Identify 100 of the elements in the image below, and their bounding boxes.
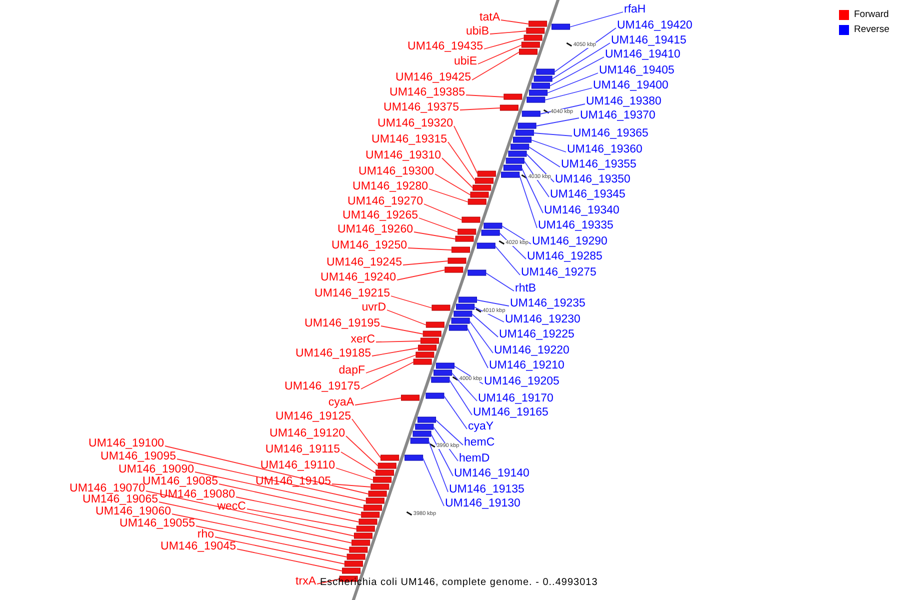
leader-line xyxy=(500,20,530,24)
leader-line xyxy=(434,174,471,196)
gene-label: UM146_19275 xyxy=(521,266,596,280)
gene-label: trxA xyxy=(296,576,316,588)
gene-block xyxy=(410,438,429,444)
leader-line xyxy=(428,188,469,202)
gene-label: UM146_19185 xyxy=(296,348,371,360)
gene-label: UM146_19315 xyxy=(372,134,447,146)
gene-block xyxy=(510,144,530,150)
leader-line xyxy=(490,30,527,34)
leader-line xyxy=(536,118,580,126)
gene-block xyxy=(522,110,540,117)
gene-block xyxy=(415,424,434,430)
gene-label: UM146_19365 xyxy=(573,128,648,140)
leader-line xyxy=(474,306,504,322)
gene-label: UM146_19120 xyxy=(270,428,345,440)
gene-block xyxy=(501,172,520,178)
gene-label: UM146_19210 xyxy=(489,360,564,372)
gene-label: uvrD xyxy=(362,302,386,314)
gene-label: hemC xyxy=(464,436,495,450)
leader-line xyxy=(218,484,362,516)
gene-block xyxy=(481,230,500,236)
gene-label: UM146_19060 xyxy=(96,506,171,518)
gene-label: UM146_19125 xyxy=(276,410,351,424)
gene-block xyxy=(434,370,452,376)
gene-label: rho xyxy=(197,528,214,542)
gene-block xyxy=(413,358,432,365)
gene-block xyxy=(380,454,400,461)
gene-block xyxy=(422,330,442,337)
gene-block xyxy=(344,560,363,567)
gene-block xyxy=(528,20,548,27)
gene-label: UM146_19170 xyxy=(478,392,554,406)
gene-block xyxy=(476,242,496,249)
gene-label: rhtB xyxy=(515,282,536,296)
gene-block xyxy=(529,90,548,96)
gene-block xyxy=(416,352,434,358)
gene-label: UM146_19420 xyxy=(617,20,692,32)
leader-line xyxy=(236,548,343,572)
leader-line xyxy=(451,372,478,402)
gene-label: UM146_19045 xyxy=(160,540,236,554)
gene-block xyxy=(356,526,375,532)
leader-line xyxy=(499,232,526,260)
gene-label: UM146_19220 xyxy=(494,344,570,358)
gene-label: UM146_19240 xyxy=(320,272,396,284)
leader-line xyxy=(466,328,488,368)
gene-block xyxy=(518,122,536,129)
gene-block xyxy=(373,476,392,483)
gene-block xyxy=(448,324,468,331)
gene-block xyxy=(515,130,534,136)
gene-label: tatA xyxy=(480,12,500,24)
leader-line xyxy=(552,42,610,80)
gene-block xyxy=(521,42,540,48)
leader-line xyxy=(196,526,348,558)
gene-block xyxy=(455,236,474,242)
gene-label: UM146_19290 xyxy=(532,236,608,248)
gene-block xyxy=(451,318,470,324)
leader-line xyxy=(485,272,514,292)
leader-line xyxy=(454,126,478,174)
caption: Escherichia coli UM146, complete genome. - 0..4993013 xyxy=(320,577,598,588)
gene-block xyxy=(468,270,486,276)
leader-line xyxy=(336,468,374,480)
gene-block xyxy=(432,304,450,311)
leader-line xyxy=(354,398,402,406)
leader-line xyxy=(544,88,592,100)
gene-label: UM146_19280 xyxy=(352,180,428,194)
gene-block xyxy=(404,454,424,461)
leader-line xyxy=(444,396,468,430)
leader-line xyxy=(528,146,560,168)
leader-line xyxy=(214,536,346,564)
gene-label: UM146_19215 xyxy=(314,288,390,300)
gene-label: UM146_19070 xyxy=(70,482,145,496)
gene-label: UM146_19260 xyxy=(338,224,413,236)
legend-label: Forward xyxy=(854,9,889,20)
gene-block xyxy=(358,518,378,525)
gene-block xyxy=(504,94,522,100)
leader-line xyxy=(442,158,474,188)
gene-label: UM146_19245 xyxy=(326,256,402,270)
gene-block xyxy=(477,170,496,177)
legend-label: Reverse xyxy=(854,24,890,35)
leader-line xyxy=(533,132,572,136)
leader-line xyxy=(448,142,476,182)
gene-block xyxy=(420,338,439,344)
gene-label: UM146_19055 xyxy=(120,518,195,530)
gene-label: UM146_19375 xyxy=(384,102,459,114)
gene-block xyxy=(506,158,524,164)
gene-block xyxy=(436,362,454,369)
leader-line xyxy=(430,434,454,476)
leader-line xyxy=(390,296,432,308)
gene-label: UM146_19285 xyxy=(527,250,602,264)
gene-label: UM146_19360 xyxy=(567,144,642,156)
gene-block xyxy=(462,216,480,223)
gene-label: UM146_19080 xyxy=(160,488,235,502)
gene-label: UM146_19175 xyxy=(284,380,360,394)
leader-line xyxy=(466,94,504,98)
gene-label: UM146_19300 xyxy=(358,166,434,178)
gene-block xyxy=(346,554,366,560)
gene-label: cyaY xyxy=(468,420,494,434)
gene-label: UM146_19130 xyxy=(445,498,520,510)
gene-block xyxy=(418,344,437,351)
gene-block xyxy=(375,470,394,476)
